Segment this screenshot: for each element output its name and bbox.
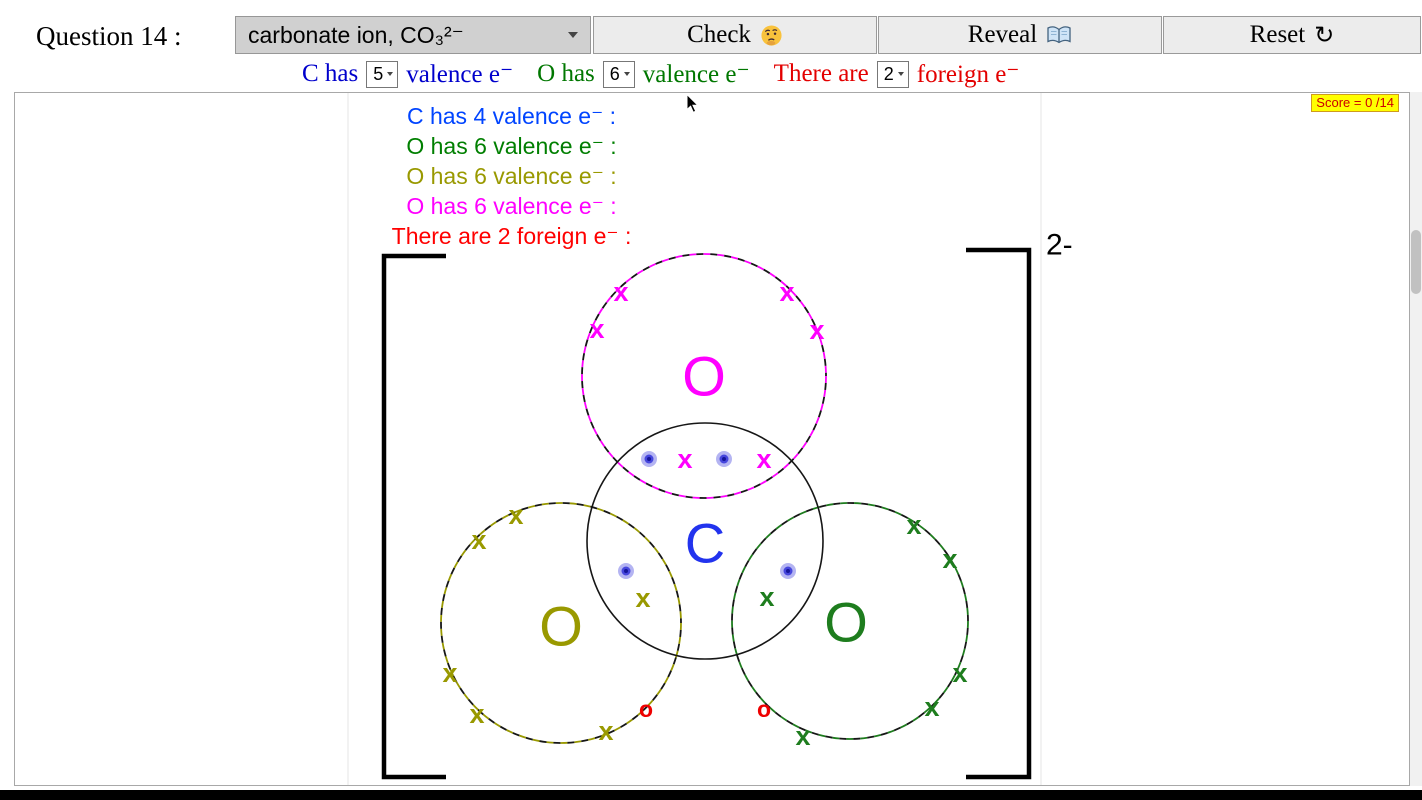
reset-icon: ↻	[1314, 21, 1335, 49]
vertical-scrollbar[interactable]	[1410, 92, 1422, 786]
oxygen-left-circle-dash	[440, 502, 682, 744]
left-bracket	[381, 253, 446, 780]
foreign-electron-o-mark[interactable]: o	[639, 696, 653, 722]
oxygen-valence-select[interactable]: 6	[602, 60, 635, 88]
valence-electron-x-mark[interactable]: x	[589, 314, 604, 344]
diagram-canvas[interactable]: Score = 0 /14 C has 4 valence e⁻ : O has …	[14, 92, 1410, 786]
oxygen-valence-value: 6	[609, 63, 620, 84]
reveal-button[interactable]: Reveal	[878, 16, 1162, 54]
oxygen-left-label: O	[539, 595, 583, 658]
chevron-down-icon	[897, 72, 904, 76]
valence-electron-x-mark[interactable]: x	[906, 510, 921, 540]
chevron-down-icon	[623, 72, 630, 76]
foreign-electron-o-mark[interactable]: o	[757, 696, 771, 722]
right-bracket	[966, 247, 1032, 780]
legend-line: O has 6 valence e⁻ :	[406, 193, 617, 219]
mouse-cursor	[686, 94, 700, 113]
valence-electron-x-mark[interactable]: x	[677, 444, 692, 474]
carbon-valence-select[interactable]: 5	[366, 60, 399, 88]
valence-electron-x-mark[interactable]: x	[759, 582, 774, 612]
legend-line: C has 4 valence e⁻ :	[406, 103, 617, 129]
open-book-icon	[1047, 26, 1071, 44]
valence-electron-x-mark[interactable]: x	[924, 692, 939, 722]
chevron-down-icon	[387, 72, 394, 76]
thinking-face-icon	[761, 24, 782, 46]
legend-line: O has 6 valence e⁻ :	[406, 133, 617, 159]
valence-electron-x-mark[interactable]: x	[508, 500, 523, 530]
carbon-valence-value: 5	[373, 63, 384, 84]
foreign-electron-prefix: There are	[773, 60, 869, 87]
carbon-electron-dot-core	[786, 569, 790, 573]
score-badge: Score = 0 /14	[1311, 94, 1399, 112]
valence-electron-x-mark[interactable]: x	[779, 277, 794, 307]
oxygen-right-label: O	[824, 591, 868, 654]
molecule-select[interactable]: carbonate ion, CO₃²⁻	[235, 16, 591, 54]
carbon-valence-prefix: C has	[302, 60, 359, 87]
valence-electron-x-mark[interactable]: x	[942, 544, 957, 574]
carbon-electron-dot-core	[722, 457, 726, 461]
valence-electron-x-mark[interactable]: x	[952, 658, 967, 688]
foreign-electron-value: 2	[883, 63, 894, 84]
foreign-electron-suffix: foreign e⁻	[916, 61, 1020, 88]
check-button-label: Check	[687, 21, 751, 48]
valence-electron-x-mark[interactable]: x	[635, 583, 650, 613]
scrollbar-thumb[interactable]	[1411, 230, 1421, 294]
ion-charge-label: 2-	[1046, 229, 1073, 262]
valence-electron-x-mark[interactable]: x	[598, 716, 613, 746]
chevron-down-icon	[568, 32, 578, 38]
valence-controls: C has 5 valence e⁻ O has 6 valence e⁻ Th…	[302, 58, 1019, 90]
carbon-label: C	[685, 512, 725, 575]
oxygen-valence-prefix: O has	[537, 60, 595, 87]
legend-line: There are 2 foreign e⁻ :	[391, 223, 632, 249]
foreign-electron-select[interactable]: 2	[876, 60, 909, 88]
question-label: Question 14 :	[36, 21, 182, 51]
reset-button-label: Reset	[1249, 21, 1306, 48]
oxygen-right-circle-dash	[731, 502, 969, 740]
legend: C has 4 valence e⁻ : O has 6 valence e⁻ :…	[339, 101, 684, 251]
carbon-electron-dot-core	[624, 569, 628, 573]
bottom-bar	[0, 790, 1422, 800]
valence-electron-x-mark[interactable]: x	[795, 721, 810, 751]
valence-electron-x-mark[interactable]: x	[442, 658, 457, 688]
reset-button[interactable]: Reset ↻	[1163, 16, 1421, 54]
valence-electron-x-mark[interactable]: x	[471, 525, 486, 555]
valence-electron-x-mark[interactable]: x	[809, 315, 824, 345]
valence-electron-x-mark[interactable]: x	[756, 444, 771, 474]
valence-electron-x-mark[interactable]: x	[613, 277, 628, 307]
oxygen-top-circle-dash	[581, 253, 827, 499]
oxygen-valence-suffix: valence e⁻	[642, 61, 750, 88]
carbon-circle	[586, 422, 824, 660]
reveal-button-label: Reveal	[967, 21, 1038, 48]
legend-line: O has 6 valence e⁻ :	[406, 163, 617, 189]
carbon-electron-dot-core	[647, 457, 651, 461]
carbon-valence-suffix: valence e⁻	[406, 61, 514, 88]
oxygen-top-label: O	[682, 345, 726, 408]
molecule-select-value: carbonate ion, CO₃²⁻	[248, 21, 464, 48]
valence-electron-x-mark[interactable]: x	[469, 699, 484, 729]
check-button[interactable]: Check	[593, 16, 877, 54]
